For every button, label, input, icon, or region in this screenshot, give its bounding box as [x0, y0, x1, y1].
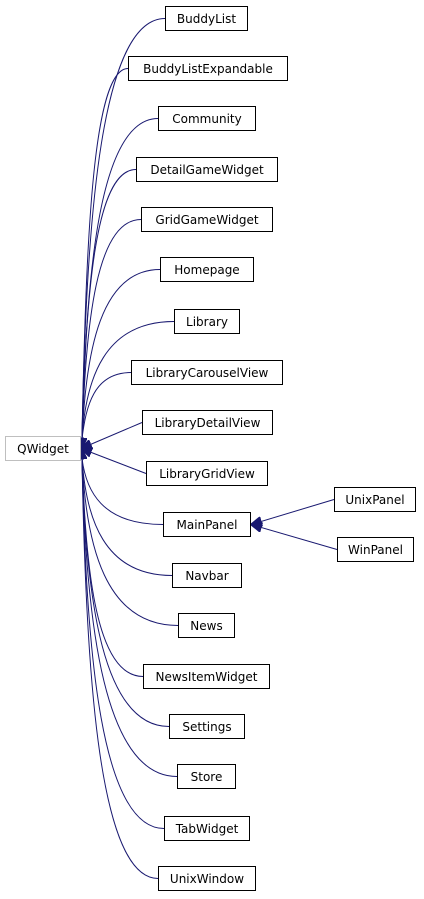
node-unixwindow[interactable]: UnixWindow	[158, 866, 256, 891]
node-library[interactable]: Library	[174, 309, 240, 334]
node-winpanel[interactable]: WinPanel	[337, 537, 414, 562]
node-gridgamewidget[interactable]: GridGameWidget	[141, 207, 273, 232]
node-tabwidget[interactable]: TabWidget	[164, 816, 250, 841]
edge-tabwidget-to-qwidget	[81, 449, 165, 829]
node-unixpanel[interactable]: UnixPanel	[334, 487, 416, 512]
edge-library-to-qwidget	[81, 321, 175, 449]
edge-unixpanel-to-mainpanel	[251, 499, 335, 525]
node-qwidget[interactable]: QWidget	[5, 436, 81, 461]
edge-librarycarouselview-to-qwidget	[81, 372, 132, 449]
edge-unixwindow-to-qwidget	[81, 449, 159, 879]
node-homepage[interactable]: Homepage	[160, 257, 254, 282]
edge-mainpanel-to-qwidget	[81, 449, 164, 525]
node-buddylistexpandable[interactable]: BuddyListExpandable	[128, 56, 288, 81]
node-mainpanel[interactable]: MainPanel	[163, 512, 251, 537]
node-store[interactable]: Store	[177, 764, 236, 789]
node-librarygridview[interactable]: LibraryGridView	[146, 461, 268, 486]
node-librarydetailview[interactable]: LibraryDetailView	[142, 410, 273, 435]
node-settings[interactable]: Settings	[169, 714, 245, 739]
edge-buddylistexpandable-to-qwidget	[81, 68, 129, 449]
node-newsitemwidget[interactable]: NewsItemWidget	[143, 664, 270, 689]
edge-winpanel-to-mainpanel	[251, 525, 338, 550]
edge-librarydetailview-to-qwidget	[81, 422, 143, 449]
node-detailgamewidget[interactable]: DetailGameWidget	[136, 157, 278, 182]
edge-librarygridview-to-qwidget	[81, 449, 147, 474]
edge-homepage-to-qwidget	[81, 269, 161, 449]
node-news[interactable]: News	[178, 613, 235, 638]
edge-newsitemwidget-to-qwidget	[81, 449, 144, 677]
edge-detailgamewidget-to-qwidget	[81, 169, 137, 449]
node-community[interactable]: Community	[158, 106, 256, 131]
node-buddylist[interactable]: BuddyList	[165, 6, 248, 31]
node-navbar[interactable]: Navbar	[172, 563, 242, 588]
node-librarycarouselview[interactable]: LibraryCarouselView	[131, 360, 283, 385]
edge-gridgamewidget-to-qwidget	[81, 219, 142, 449]
